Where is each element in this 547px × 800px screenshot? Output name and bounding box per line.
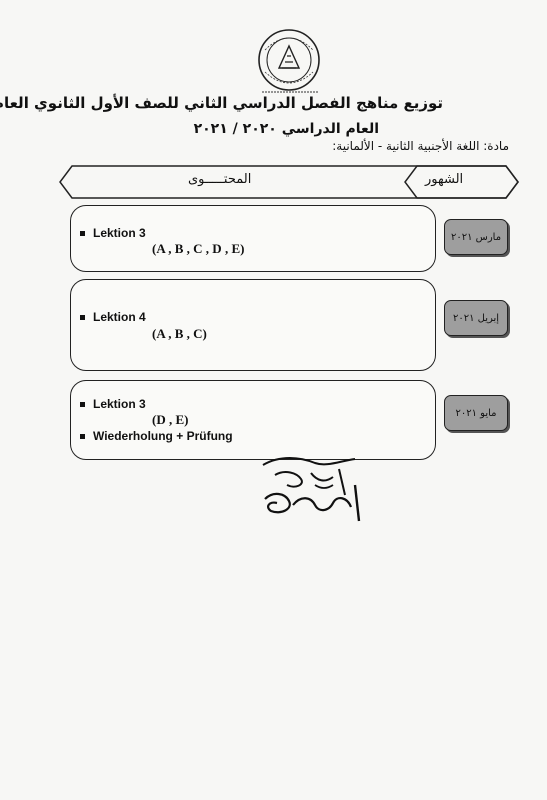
list-item: Wiederholung + Prüfung xyxy=(80,429,233,443)
list-item: Lektion 4 xyxy=(80,310,146,324)
lektion-label: Lektion 3 xyxy=(93,397,146,411)
bullet-icon xyxy=(80,434,85,440)
table-header-bar xyxy=(59,165,519,199)
lektion-sections: (D , E) xyxy=(152,412,189,427)
lektion-sections: (A , B , C , D , E) xyxy=(152,241,245,256)
header-content: المحتـــــوى xyxy=(188,172,252,187)
month-tab-may: مايو ٢٠٢١ xyxy=(444,395,508,431)
document-title: توزيع مناهج الفصل الدراسي الثاني للصف ال… xyxy=(0,94,443,112)
handwritten-signature xyxy=(262,457,361,522)
month-tab-april: إبريل ٢٠٢١ xyxy=(444,300,508,336)
content-box-april xyxy=(70,279,436,371)
lektion-sections: (A , B , C) xyxy=(152,326,207,341)
academic-year: العام الدراسي ٢٠٢٠ / ٢٠٢١ xyxy=(193,121,379,137)
subject-line: مادة: اللغة الأجنبية الثانية - الألمانية… xyxy=(332,139,509,153)
ministry-seal-logo xyxy=(258,29,320,91)
header-months: الشهور xyxy=(425,172,464,187)
bullet-icon xyxy=(80,231,85,237)
seal-caption-mark xyxy=(262,91,318,93)
month-tab-march: مارس ٢٠٢١ xyxy=(444,219,508,255)
lektion-label: Lektion 4 xyxy=(93,310,146,324)
content-box-march xyxy=(70,205,436,272)
lektion-label: Lektion 3 xyxy=(93,226,146,240)
bullet-icon xyxy=(80,315,85,321)
review-exam-label: Wiederholung + Prüfung xyxy=(93,429,233,443)
bullet-icon xyxy=(80,402,85,408)
list-item: Lektion 3 xyxy=(80,397,146,411)
content-box-may xyxy=(70,380,436,460)
list-item: Lektion 3 xyxy=(80,226,146,240)
